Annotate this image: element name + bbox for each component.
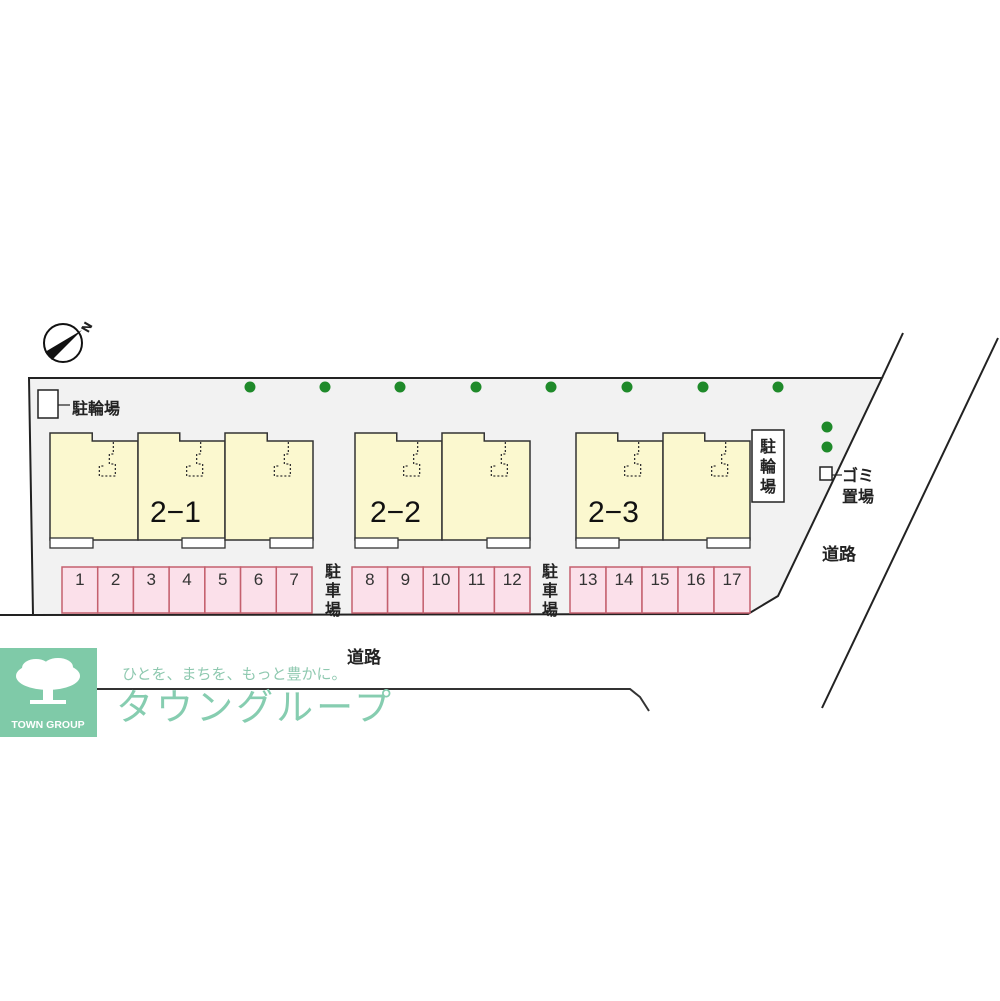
tree-icon: [821, 441, 833, 453]
garbage-area: [819, 466, 833, 481]
logo-brand-jp: タウングループ: [116, 686, 391, 729]
parking-number: 8: [365, 570, 374, 589]
parking-number: 17: [723, 570, 742, 589]
building-name: 2−1: [150, 496, 201, 529]
unit: [49, 432, 139, 541]
parking-number: 12: [503, 570, 522, 589]
building-2: 2−2: [354, 432, 531, 549]
parking-space: 4: [168, 566, 206, 614]
unit: [224, 432, 314, 541]
parking-number: 1: [75, 570, 84, 589]
parking-number: 4: [182, 570, 191, 589]
parking-space: 11: [458, 566, 496, 614]
parking-space: 14: [605, 566, 643, 614]
bicycle-parking-label-2: 輪: [760, 457, 777, 476]
garbage-label: ゴミ: [842, 466, 874, 485]
parking-space: 15: [641, 566, 679, 614]
parking-space: 17: [713, 566, 751, 614]
building-1: 2−1: [49, 432, 314, 549]
parking-number: 13: [579, 570, 598, 589]
parking-space: 16: [677, 566, 715, 614]
balcony: [269, 537, 314, 549]
svg-text:場: 場: [325, 600, 341, 619]
balcony: [181, 537, 226, 549]
road-label-right: 道路: [822, 544, 857, 565]
tree-icon: [394, 381, 406, 393]
unit: [441, 432, 531, 541]
svg-text:駐: 駐: [542, 562, 558, 581]
road-edge: [821, 337, 999, 709]
bicycle-parking-label-2: 場: [760, 477, 776, 496]
parking-number: 9: [401, 570, 410, 589]
car-parking-label: 駐 車 場: [542, 562, 558, 619]
parking-number: 7: [289, 570, 298, 589]
svg-text:車: 車: [542, 581, 558, 600]
balcony: [706, 537, 751, 549]
unit: [662, 432, 751, 541]
logo-tagline: ひとを、まちを、もっと豊かに。: [122, 665, 347, 683]
building-name: 2−3: [588, 496, 639, 529]
svg-text:駐: 駐: [325, 562, 341, 581]
logo-brand-en: TOWN GROUP: [11, 719, 84, 731]
svg-text:場: 場: [542, 600, 558, 619]
town-group-logo: TOWN GROUP ひとを、まちを、もっと豊かに。 タウングループ: [0, 648, 391, 737]
balcony: [486, 537, 531, 549]
parking-number: 2: [111, 570, 120, 589]
building-3: 2−3: [575, 432, 751, 549]
building-name: 2−2: [370, 496, 421, 529]
tree-icon: [821, 421, 833, 433]
svg-text:車: 車: [325, 581, 341, 600]
tree-icon: [772, 381, 784, 393]
balcony: [575, 537, 620, 549]
parking-space: 6: [239, 566, 278, 614]
car-parking-label: 駐 車 場: [325, 562, 341, 619]
tree-icon: [244, 381, 256, 393]
bicycle-parking-area: [37, 389, 59, 419]
parking-space: 2: [96, 566, 135, 614]
tree-icon: [545, 381, 557, 393]
tree-logo-icon: [16, 658, 80, 704]
garbage-label: 置場: [842, 487, 874, 506]
balcony: [354, 537, 399, 549]
road-edge: [0, 688, 650, 712]
tree-icon: [621, 381, 633, 393]
parking-space: 12: [493, 566, 531, 614]
tree-icon: [319, 381, 331, 393]
parking-number: 3: [147, 570, 156, 589]
parking-space: 8: [351, 566, 389, 614]
parking-space: 9: [386, 566, 424, 614]
road-label-bottom: 道路: [347, 647, 382, 668]
parking-number: 11: [468, 570, 486, 589]
parking-space: 1: [61, 566, 99, 614]
balcony: [49, 537, 94, 549]
north-label: N: [78, 319, 95, 335]
parking-number: 16: [687, 570, 706, 589]
parking-number: 6: [254, 570, 263, 589]
parking-space: 7: [275, 566, 313, 614]
parking-number: 14: [615, 570, 634, 589]
parking-space: 10: [422, 566, 460, 614]
parking-number: 5: [218, 570, 227, 589]
parking-number: 15: [651, 570, 670, 589]
parking-number: 10: [432, 570, 451, 589]
north-arrow-icon: N: [43, 319, 96, 363]
parking-space: 5: [204, 566, 242, 614]
bicycle-parking-label: 駐輪場: [72, 399, 120, 418]
road-edge: [881, 332, 904, 379]
bicycle-parking-area-2: [751, 429, 785, 503]
bicycle-parking-label-2: 駐: [760, 437, 776, 456]
tree-icon: [697, 381, 709, 393]
parking-space: 13: [569, 566, 607, 614]
parking-space: 3: [132, 566, 170, 614]
tree-icon: [470, 381, 482, 393]
